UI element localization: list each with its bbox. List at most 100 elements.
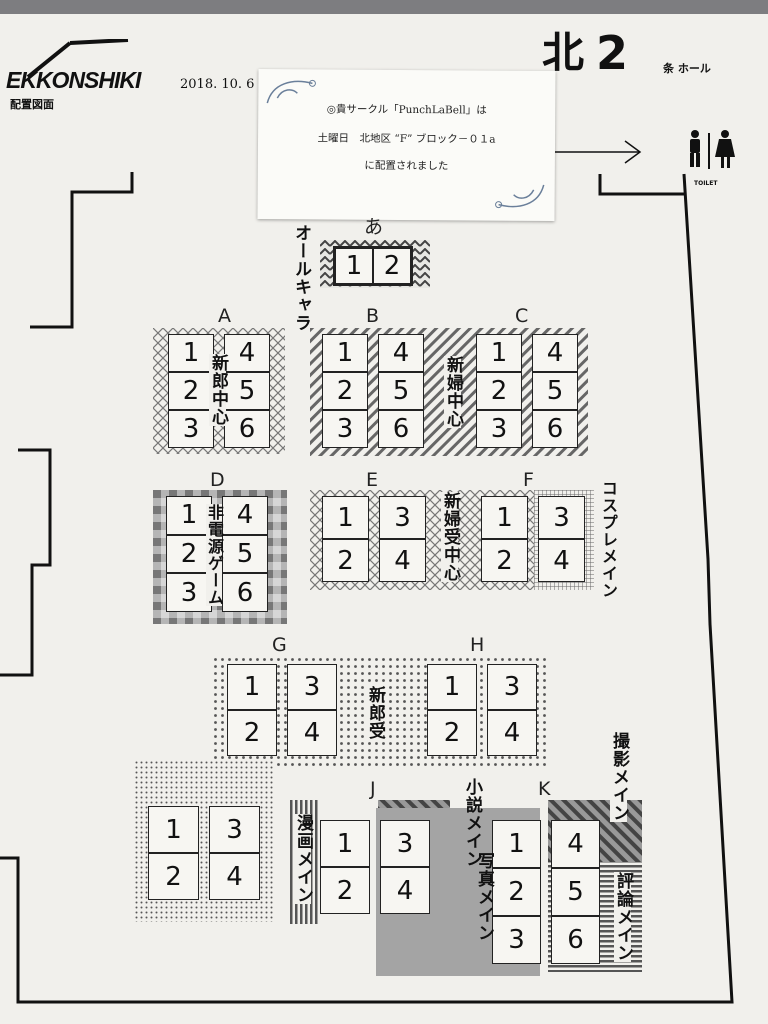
booth-cell: 1: [322, 334, 368, 372]
booth-cell: 6: [222, 573, 268, 612]
booth-cell: 2: [320, 867, 370, 914]
genre-label: 漫画メイン: [293, 814, 313, 904]
booth-cell: 6: [378, 410, 424, 448]
booth-cell: 2: [148, 853, 199, 900]
booth-cell: 1: [476, 334, 522, 372]
block-label-f: F: [523, 469, 534, 491]
booth-cell: 6: [532, 410, 578, 448]
booth-cell: 4: [378, 334, 424, 372]
booth-cell: 4: [224, 334, 270, 372]
booth-cell: 3: [487, 664, 537, 710]
booth-cell: 3: [166, 573, 212, 612]
booth-cell: 4: [222, 496, 268, 535]
booth-cell: 2: [373, 248, 411, 284]
booth-cell: 3: [380, 820, 430, 867]
booth-cell: 5: [224, 372, 270, 410]
genre-label: 小説メイン: [462, 778, 482, 868]
booth-cell: 2: [168, 372, 214, 410]
toilet-label: TOILET: [694, 180, 718, 187]
hall-suffix: 条 ホール: [663, 62, 711, 75]
booth-cell: 4: [380, 867, 430, 914]
booth-cell: 6: [551, 916, 600, 964]
booth-cell: 5: [222, 534, 268, 574]
genre-label: 新婦受中心: [440, 492, 460, 582]
floor-plan-sheet: EKKONSHIKI 2018. 10. 6 配置図面 北 2 条 ホール TO…: [0, 14, 768, 1024]
genre-label: 撮影メイン: [609, 732, 629, 822]
booth-cell: 5: [532, 372, 578, 410]
event-date: 2018. 10. 6: [180, 77, 255, 92]
booth-cell: 2: [322, 539, 369, 582]
booth-cell: 2: [166, 534, 212, 574]
booth-cell: 2: [322, 372, 368, 410]
toilet-icon: [690, 130, 735, 169]
booth-cell: 3: [492, 916, 541, 964]
genre-label: 写真メイン: [474, 852, 494, 942]
placement-notice-card: ◎貴サークル「PunchLaBell」は 土曜日 北地区 “F” ブロック－０１…: [257, 68, 556, 222]
block-label-b: B: [366, 305, 380, 327]
block-label-k: K: [538, 778, 551, 800]
booth-cell: 1: [168, 334, 214, 372]
block-label-a: A: [218, 305, 231, 327]
booth-cell: 1: [148, 806, 199, 853]
booth-cell: 2: [427, 710, 477, 756]
corner-ornament-icon: [495, 184, 545, 209]
notice-line-2: 土曜日 北地区 “F” ブロック－０１a: [317, 132, 496, 146]
booth-cell: 1: [481, 496, 528, 539]
genre-label: オールキャラ: [291, 224, 311, 332]
genre-label: 評論メイン: [613, 872, 633, 962]
genre-label: 非電源ゲーム: [205, 504, 224, 606]
block-label-h: H: [470, 634, 485, 656]
notice-line-1: ◎貴サークル「PunchLaBell」は: [326, 103, 487, 117]
block-label-a-kana: あ: [364, 216, 384, 238]
booth-cell: 1: [320, 820, 370, 867]
booth-cell: 5: [378, 372, 424, 410]
genre-label: 新郎中心: [208, 354, 228, 426]
block-label-g: G: [272, 634, 287, 656]
hall-kanji: 北: [542, 28, 585, 77]
booth-cell: 4: [532, 334, 578, 372]
booth-cell: 4: [379, 539, 426, 582]
page-subtitle: 配置図面: [10, 98, 54, 111]
genre-label: コスプレメイン: [599, 480, 618, 599]
booth-cell: 3: [379, 496, 426, 539]
booth-cell: 5: [551, 868, 600, 916]
block-label-e: E: [366, 469, 379, 491]
booth-cell: 4: [538, 539, 585, 582]
booth-cell: 2: [476, 372, 522, 410]
booth-cell: 1: [492, 820, 541, 868]
logo-mark: [26, 39, 129, 79]
hall-walls: [0, 140, 734, 1004]
booth-cell: 6: [224, 410, 270, 448]
booth-cell: 2: [481, 539, 528, 582]
booth-cell: 3: [287, 664, 337, 710]
booth-cell: 1: [322, 496, 369, 539]
booth-cell: 4: [551, 820, 600, 868]
booth-cell: 3: [476, 410, 522, 448]
booth-cell: 4: [287, 710, 337, 756]
booth-cell: 3: [209, 806, 260, 853]
booth-cell: 2: [227, 710, 277, 756]
booth-cell: 3: [168, 410, 214, 448]
corner-ornament-icon: [266, 79, 316, 104]
block-label-c: C: [515, 305, 529, 327]
booth-cell: 3: [322, 410, 368, 448]
booth-cell: 4: [487, 710, 537, 756]
booth-cell: 3: [538, 496, 585, 539]
booth-cell: 2: [492, 868, 541, 916]
block-label-d: D: [210, 469, 225, 491]
notice-line-3: に配置されました: [364, 159, 449, 173]
booth-cell: 1: [335, 248, 373, 284]
booth-cell: 4: [209, 853, 260, 900]
